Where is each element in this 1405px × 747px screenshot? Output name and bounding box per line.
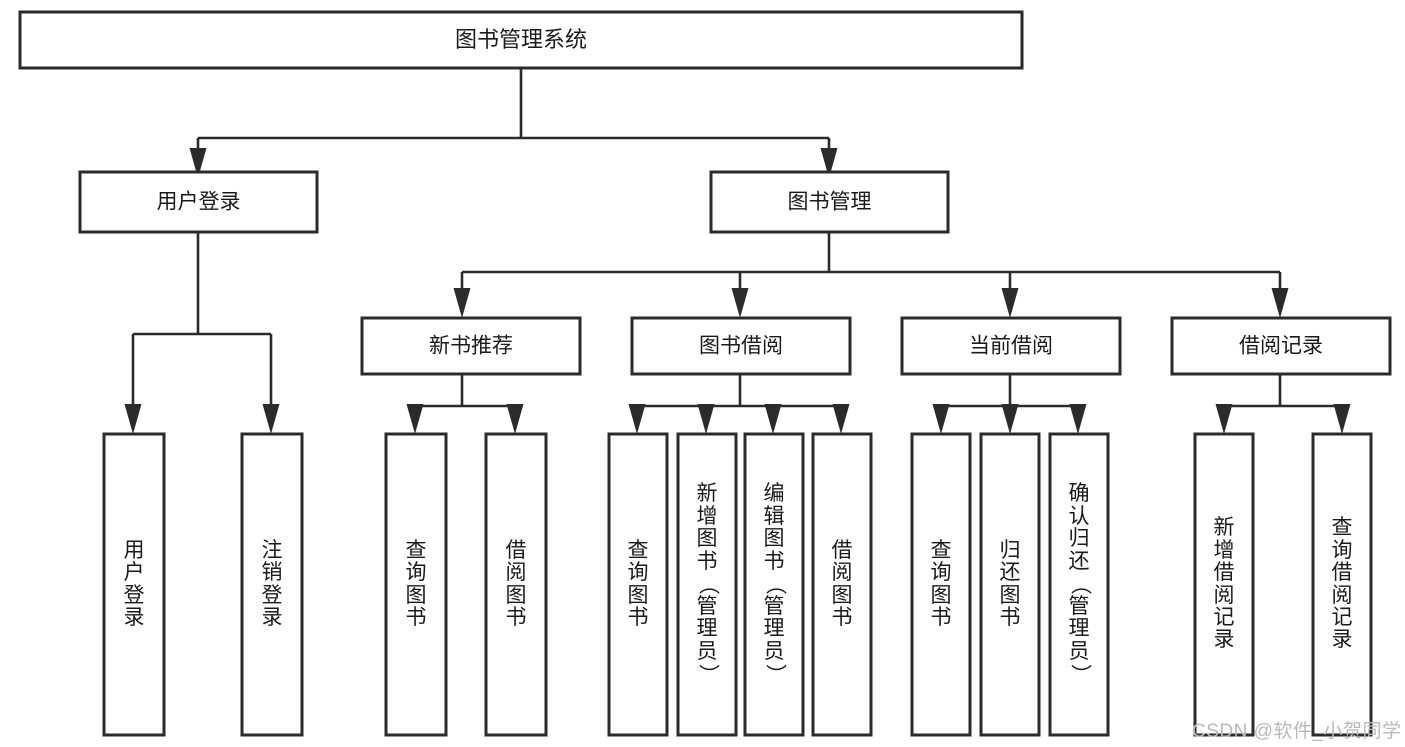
node-box-leaf-confirm-return-admin[interactable] <box>1048 432 1110 737</box>
arrow-head-icon <box>697 404 715 434</box>
connector-new-book-recommend-bus <box>406 374 524 434</box>
connector-user-login-bus <box>124 232 280 434</box>
connector-layer <box>124 68 1351 434</box>
node-box-leaf-query-book-recommend[interactable] <box>384 432 448 737</box>
arrow-head-icon <box>1069 404 1087 434</box>
node-box-user-login[interactable] <box>78 170 319 234</box>
watermark-text: CSDN @软件_小贺同学 <box>1192 721 1402 742</box>
node-box-leaf-user-login[interactable] <box>102 432 166 737</box>
connector-root-bus <box>189 68 838 178</box>
node-label-borrow-record: 借阅记录 <box>1239 335 1323 358</box>
node-box-leaf-borrow-book-recommend[interactable] <box>484 432 548 737</box>
arrow-head-icon <box>820 148 838 178</box>
node-label-new-book-recommend: 新书推荐 <box>429 335 513 358</box>
connector-borrow-record-bus <box>1215 374 1351 434</box>
arrow-head-icon <box>764 404 782 434</box>
node-box-book-manage[interactable] <box>709 170 950 234</box>
arrow-head-icon <box>932 404 950 434</box>
node-box-leaf-add-book-admin[interactable] <box>676 432 738 737</box>
arrow-head-icon <box>1215 404 1233 434</box>
node-box-borrow-record[interactable] <box>1170 316 1392 376</box>
node-box-leaf-return-book[interactable] <box>979 432 1041 737</box>
arrow-head-icon <box>506 404 524 434</box>
node-box-leaf-add-borrow-record[interactable] <box>1193 432 1255 737</box>
arrow-head-icon <box>453 288 471 318</box>
arrow-head-icon <box>1001 404 1019 434</box>
connector-current-borrow-bus <box>932 374 1087 434</box>
arrow-head-icon <box>1001 288 1019 318</box>
node-label-root: 图书管理系统 <box>455 27 587 52</box>
arrow-head-icon <box>262 404 280 434</box>
node-box-leaf-edit-book-admin[interactable] <box>743 432 805 737</box>
node-box-book-borrow[interactable] <box>630 316 852 376</box>
node-label-book-manage: 图书管理 <box>788 191 872 214</box>
arrow-head-icon <box>189 148 207 178</box>
node-box-leaf-borrow-book[interactable] <box>811 432 873 737</box>
arrow-head-icon <box>1333 404 1351 434</box>
box-layer <box>18 10 1392 737</box>
arrow-head-icon <box>628 404 646 434</box>
node-box-leaf-query-book-current[interactable] <box>910 432 972 737</box>
arrow-head-icon <box>832 404 850 434</box>
connector-book-borrow-bus <box>628 374 850 434</box>
node-label-user-login: 用户登录 <box>157 191 241 214</box>
node-label-current-borrow: 当前借阅 <box>969 335 1053 358</box>
node-box-leaf-logout-login[interactable] <box>240 432 304 737</box>
node-box-current-borrow[interactable] <box>900 316 1122 376</box>
node-box-leaf-query-book[interactable] <box>607 432 669 737</box>
arrow-head-icon <box>731 288 749 318</box>
node-box-leaf-query-borrow-record[interactable] <box>1311 432 1373 737</box>
connector-book-manage-bus <box>453 232 1289 318</box>
node-box-new-book-recommend[interactable] <box>360 316 582 376</box>
arrow-head-icon <box>1271 288 1289 318</box>
node-label-book-borrow: 图书借阅 <box>699 335 783 358</box>
node-box-root[interactable] <box>18 10 1024 70</box>
arrow-head-icon <box>406 404 424 434</box>
arrow-head-icon <box>124 404 142 434</box>
